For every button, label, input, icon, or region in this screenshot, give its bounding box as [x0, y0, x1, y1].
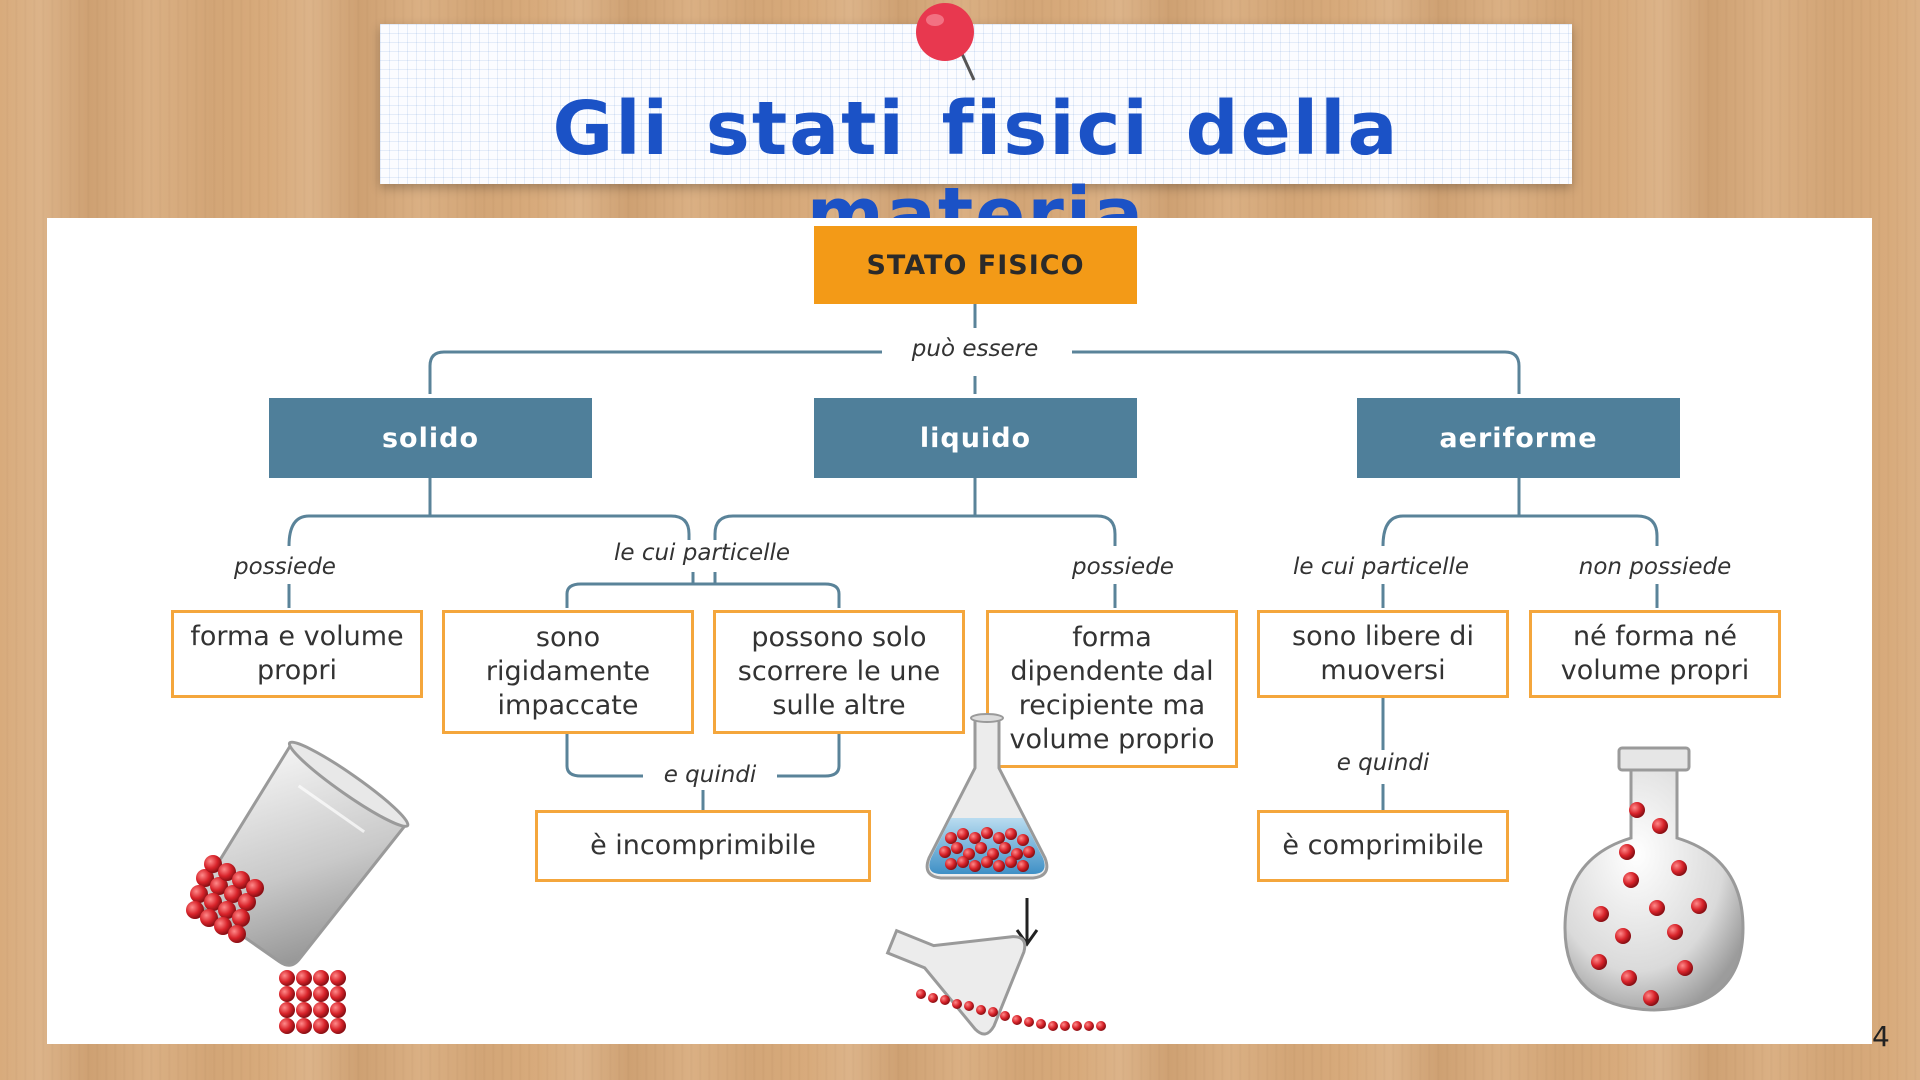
gas-particles-label: le cui particelle [1286, 554, 1476, 580]
therefore-left-label: e quindi [657, 762, 763, 788]
connector-lines [287, 300, 1659, 810]
liquid-shape-box: forma dipendente dal recipiente ma volum… [986, 610, 1238, 768]
gas-flask-icon [1563, 746, 1745, 1012]
gas-has-not-label: non possiede [1572, 554, 1738, 580]
flow-box: possono solo scorrere le une sulle altre [713, 610, 965, 734]
root-box: STATO FISICO [814, 226, 1137, 304]
gas-shape-box: né forma né volume propri [1529, 610, 1781, 698]
compressible-box: è comprimibile [1257, 810, 1509, 882]
state-liquid-box: liquido [814, 398, 1137, 478]
title-card: Gli stati fisici della materia [380, 24, 1572, 258]
state-gas-box: aeriforme [1357, 398, 1680, 478]
particles-shared-label: le cui particelle [607, 540, 797, 566]
therefore-right-label: e quindi [1330, 750, 1436, 776]
solid-shape-box: forma e volume propri [171, 610, 423, 698]
page-number: 4 [1872, 1020, 1890, 1053]
liquid-has-label: possiede [1066, 554, 1180, 580]
solid-has-label: possiede [228, 554, 342, 580]
liquid-flask-icon [885, 713, 1106, 1036]
packed-box: sono rigidamente impaccate [442, 610, 694, 734]
state-solid-box: solido [269, 398, 592, 478]
solid-beaker-icon [186, 740, 410, 1034]
root-connector-label: può essere [905, 336, 1045, 362]
free-box: sono libere di muoversi [1257, 610, 1509, 698]
pushpin-icon [916, 3, 976, 81]
incompressible-box: è incomprimibile [535, 810, 871, 882]
concept-map-panel: STATO FISICO può essere solido liquido a… [47, 218, 1872, 1044]
